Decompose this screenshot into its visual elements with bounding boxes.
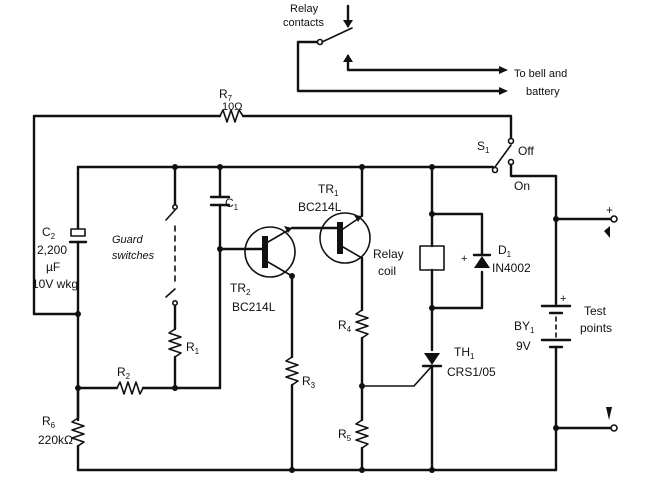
r2-sub: 2 (126, 372, 131, 381)
r2-resistor (76, 381, 222, 395)
bell-output-label-line1: To bell and (514, 68, 567, 80)
junction (75, 311, 81, 317)
junction (429, 467, 435, 473)
junction (172, 385, 178, 391)
r7-name: R (219, 87, 228, 101)
r3-resistor (285, 356, 299, 472)
junction (359, 467, 365, 473)
r1-sub: 1 (195, 347, 200, 356)
r4-label: R4 (338, 318, 352, 334)
s1-label: S1 (477, 139, 490, 155)
r2-name: R (117, 365, 126, 379)
r5-name: R (338, 427, 347, 441)
r5-resistor (355, 419, 369, 472)
d1-name: D (498, 243, 507, 257)
c2-value-line3: 10V wkg (32, 277, 78, 291)
c2-label: C2 (42, 225, 56, 241)
r1-resistor (168, 328, 182, 390)
tr2-label: TR2 (230, 281, 251, 297)
c2-name: C (42, 225, 51, 239)
tr2-name: TR (230, 281, 246, 295)
test-point-plus-label: + (606, 203, 613, 217)
junction (289, 467, 295, 473)
relay-coil-label-line1: Relay (373, 247, 404, 261)
r6-resistor (71, 386, 85, 472)
relay-coil (419, 165, 484, 352)
r2-label: R2 (117, 365, 131, 381)
test-point-positive (554, 215, 618, 238)
r6-name: R (42, 414, 51, 428)
guard-switches-label-line2: switches (112, 250, 155, 262)
by1-name: BY (514, 319, 530, 333)
c2-value-line1: 2,200 (37, 243, 67, 257)
d1-label: D1 (498, 243, 512, 259)
s1-name: S (477, 139, 485, 153)
th1-sub: 1 (470, 352, 475, 361)
tr2-sub: 2 (246, 288, 251, 297)
tr1-sub: 1 (334, 189, 339, 198)
by1-sub: 1 (530, 326, 535, 335)
relay-contacts-label-line2: contacts (283, 17, 324, 29)
relay-contacts (296, 4, 508, 95)
r6-value: 220kΩ (38, 433, 73, 447)
r1-label: R1 (186, 340, 200, 356)
th1-name: TH (454, 345, 470, 359)
r5-label: R5 (338, 427, 352, 443)
c2-capacitor (32, 165, 88, 422)
c1-sub: 1 (234, 203, 239, 212)
relay-contacts-label-line1: Relay (290, 3, 319, 15)
r7-value: 10Ω (222, 101, 242, 113)
d1-type: IN4002 (492, 261, 531, 275)
th1-thyristor (361, 353, 443, 472)
guard-switches-label-line1: Guard (112, 234, 143, 246)
c2-value-line2: µF (46, 260, 60, 274)
bell-output-label-line2: battery (526, 86, 560, 98)
battery-plus: + (560, 293, 566, 305)
r3-label: R3 (302, 374, 316, 390)
d1-sub: 1 (507, 250, 512, 259)
r3-sub: 3 (311, 381, 316, 390)
tr1-type: BC214L (298, 200, 342, 214)
tr1-transistor (319, 165, 371, 312)
tr1-name: TR (318, 182, 334, 196)
tr2-type: BC214L (232, 300, 276, 314)
s1-sub: 1 (485, 146, 490, 155)
r4-resistor (355, 309, 369, 422)
s1-on-label: On (514, 179, 530, 193)
battery-by1 (540, 217, 572, 472)
th1-type: CRS1/05 (447, 365, 496, 379)
junction (289, 273, 295, 279)
c1-capacitor (209, 165, 231, 390)
relay-coil-label-line2: coil (378, 264, 396, 278)
r7-resistor (32, 109, 515, 316)
d1-plus: + (461, 253, 467, 265)
r7-label: R7 (219, 87, 233, 103)
r1-name: R (186, 340, 195, 354)
by1-label: BY1 (514, 319, 535, 335)
r4-name: R (338, 318, 347, 332)
d1-diode (472, 253, 492, 268)
junction (429, 211, 435, 217)
r6-label: R6 (42, 414, 56, 430)
r3-name: R (302, 374, 311, 388)
s1-off-label: Off (518, 144, 534, 158)
test-points-label-line1: Test (584, 304, 607, 318)
switch-s1 (491, 144, 558, 221)
c2-sub: 2 (51, 232, 56, 241)
by1-value: 9V (516, 339, 531, 353)
r7-sub: 7 (228, 94, 233, 103)
tr2-transistor (218, 226, 324, 359)
c1-name: C (225, 196, 234, 210)
th1-label: TH1 (454, 345, 475, 361)
junction (429, 305, 435, 311)
guard-switches (165, 165, 179, 331)
r6-sub: 6 (51, 421, 56, 430)
r4-sub: 4 (347, 325, 352, 334)
c1-label: C1 (225, 196, 239, 212)
test-point-negative (554, 407, 618, 432)
tr1-label: TR1 (318, 182, 339, 198)
test-points-label-line2: points (580, 321, 612, 335)
r5-sub: 5 (347, 434, 352, 443)
